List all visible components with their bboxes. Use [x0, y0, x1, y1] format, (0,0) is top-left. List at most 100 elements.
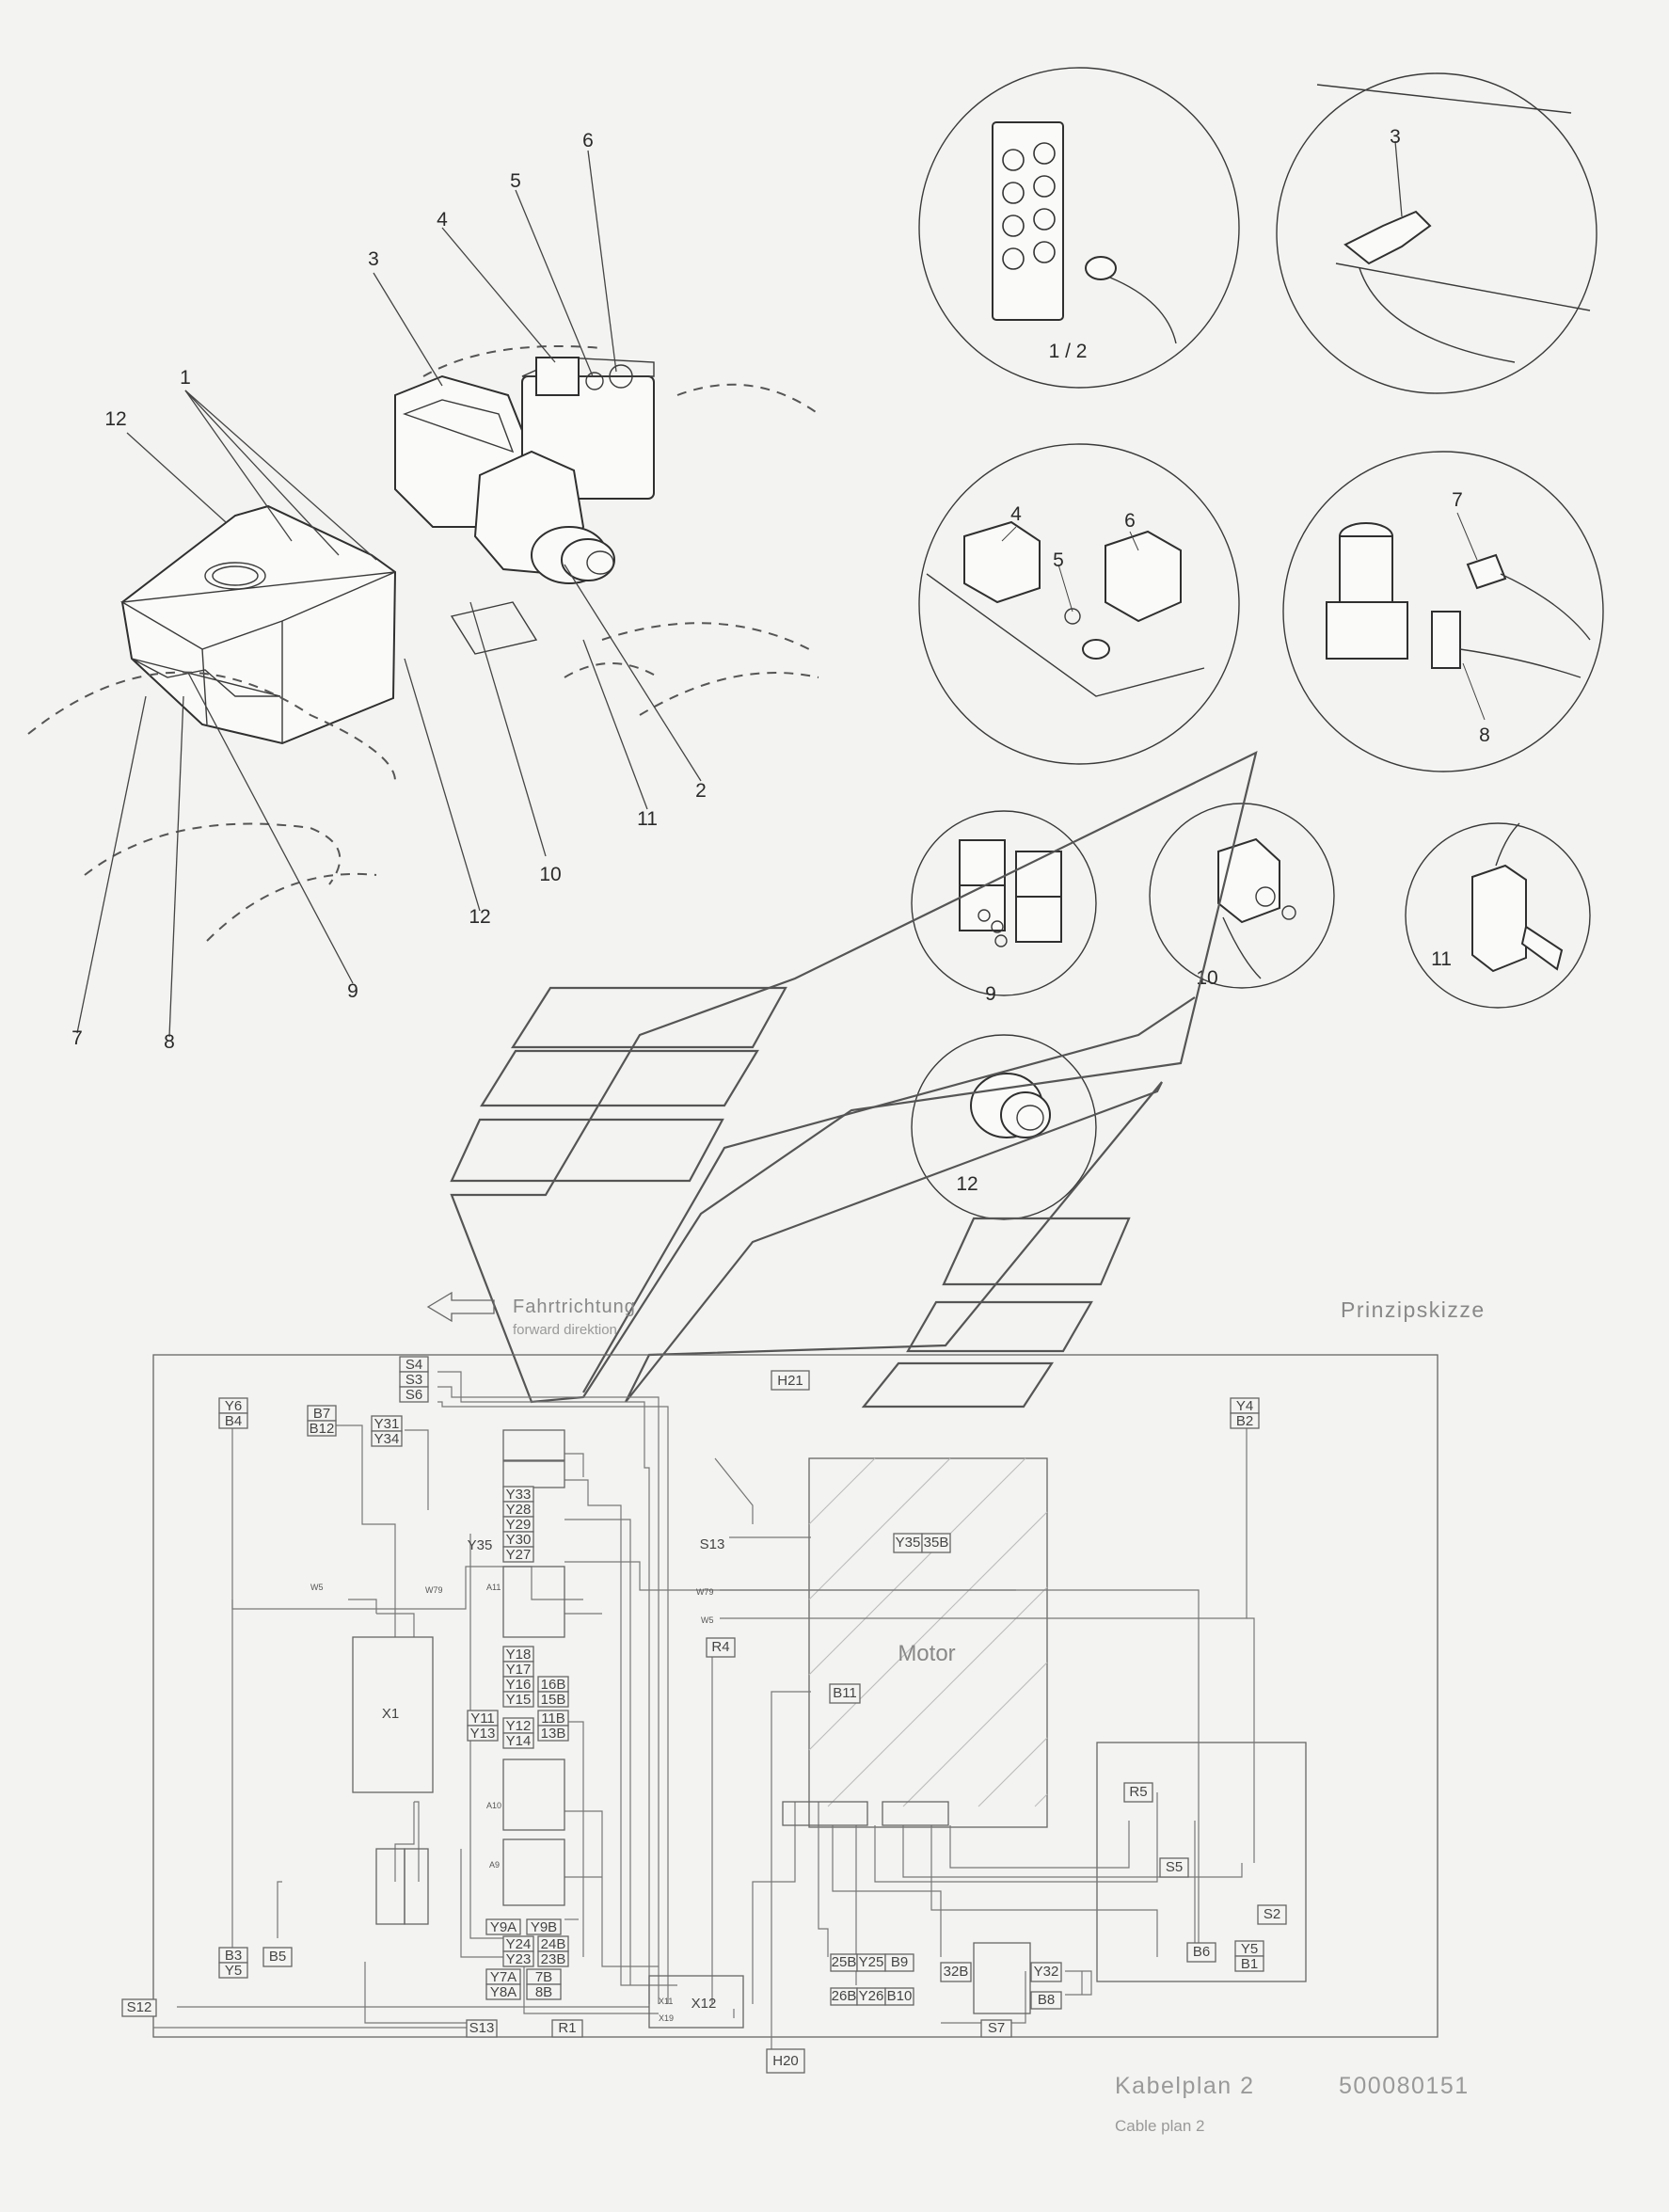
detail-circle-switch: 10 [1149, 803, 1335, 989]
box-y16: Y16 [506, 1677, 532, 1693]
box-y28: Y28 [506, 1502, 532, 1518]
box-y25: Y25 [859, 1954, 884, 1970]
exploded-assembly-view: 12 1 3 4 5 6 2 11 10 12 9 7 8 [27, 130, 819, 1053]
box-y35-motor: Y35 [896, 1535, 921, 1551]
box-y26: Y26 [859, 1988, 884, 2004]
callout-4: 4 [437, 209, 448, 231]
detail-label-6: 6 [1124, 510, 1136, 532]
direction-indicator: Fahrtrichtung forward direktion [426, 1291, 636, 1338]
callout-11: 11 [637, 808, 658, 830]
wiring-diagram: Motor [121, 1354, 1439, 2074]
box-b5: B5 [269, 1949, 286, 1965]
box-b10: B10 [887, 1988, 913, 2004]
box-b12: B12 [310, 1421, 335, 1437]
perforated-plate-illustration [450, 601, 538, 655]
box-15b: 15B [541, 1692, 566, 1708]
box-y5: Y5 [225, 1963, 242, 1979]
box-y13: Y13 [470, 1726, 496, 1742]
box-35b: 35B [924, 1535, 949, 1551]
box-b4: B4 [225, 1413, 242, 1429]
principle-sketch-label: Prinzipskizze [1341, 1297, 1486, 1322]
box-b7: B7 [313, 1406, 330, 1422]
box-y34: Y34 [374, 1431, 400, 1447]
wiring-frame [152, 1354, 1439, 2038]
detail-circle-valve-block: 4 5 6 [918, 443, 1240, 765]
detail-label-1-2: 1 / 2 [1049, 341, 1088, 362]
box-y18: Y18 [506, 1647, 532, 1663]
detail-label-10: 10 [1196, 967, 1217, 989]
box-25b: 25B [832, 1954, 857, 1970]
track-chain-outlines [27, 345, 819, 942]
box-y11: Y11 [470, 1711, 495, 1727]
label-w79: W79 [696, 1587, 714, 1597]
box-11b: 11B [541, 1711, 565, 1727]
detail-circle-lever-switch: 11 [1405, 822, 1591, 1009]
box-s13-top: S13 [700, 1536, 725, 1552]
cover-housing-illustration [119, 504, 397, 745]
box-b8-right: B8 [1038, 1992, 1055, 2008]
callout-10: 10 [539, 864, 561, 885]
x12-label: X12 [691, 1996, 717, 2012]
box-r4: R4 [711, 1639, 729, 1655]
w5-left-label: W5 [310, 1583, 324, 1592]
box-y12: Y12 [506, 1718, 532, 1734]
box-h20: H20 [772, 2053, 799, 2069]
box-h21: H21 [777, 1373, 803, 1389]
box-y7a: Y7A [490, 1969, 517, 1985]
group-label-a9: A9 [489, 1860, 500, 1870]
group-label-a10: A10 [486, 1801, 501, 1810]
box-r1: R1 [558, 2020, 576, 2036]
detail-circle-angled-plug: 3 [1276, 72, 1597, 394]
motor-gearbox-illustration [394, 357, 655, 584]
box-s7: S7 [988, 2020, 1005, 2036]
box-y23: Y23 [506, 1951, 532, 1967]
box-s5: S5 [1166, 1859, 1183, 1875]
detail-label-5: 5 [1053, 549, 1064, 571]
box-16b: 16B [541, 1677, 566, 1693]
title-de: Kabelplan 2 [1115, 2073, 1255, 2099]
box-7b: 7B [535, 1969, 552, 1985]
callout-12-top: 12 [104, 408, 126, 430]
box-y35-left: Y35 [468, 1537, 493, 1553]
box-r5: R5 [1129, 1784, 1147, 1800]
box-s4: S4 [405, 1357, 422, 1373]
x1-module [352, 1636, 434, 1793]
box-y30: Y30 [506, 1532, 532, 1548]
box-b6: B6 [1193, 1944, 1210, 1960]
box-y6: Y6 [225, 1398, 242, 1414]
detail-label-8: 8 [1479, 724, 1490, 746]
x19-label: X19 [659, 2013, 674, 2023]
direction-label-en: forward direktion [513, 1322, 617, 1338]
box-y33: Y33 [506, 1487, 532, 1503]
title-en: Cable plan 2 [1115, 2117, 1204, 2135]
box-s12: S12 [127, 1999, 152, 2015]
group-label-a11: A11 [486, 1583, 501, 1592]
w79-left-label: W79 [425, 1585, 443, 1595]
box-b9: B9 [891, 1954, 908, 1970]
detail-label-9: 9 [985, 983, 996, 1005]
box-s13: S13 [469, 2020, 495, 2036]
box-y24: Y24 [506, 1936, 532, 1952]
callout-7: 7 [72, 1027, 83, 1049]
callout-8: 8 [164, 1031, 175, 1053]
terminal-groups: A11 A10 A9 [486, 1429, 949, 1906]
wiring-lines [153, 1371, 1255, 2061]
box-y14: Y14 [506, 1733, 532, 1749]
box-y29: Y29 [506, 1517, 532, 1533]
box-24b: 24B [541, 1936, 566, 1952]
callout-1: 1 [180, 367, 191, 389]
machine-outline-arrows [450, 750, 1258, 1408]
label-w5: W5 [701, 1615, 714, 1625]
motor-label: Motor [898, 1641, 955, 1666]
box-b2: B2 [1236, 1413, 1253, 1429]
box-s2: S2 [1264, 1906, 1280, 1922]
direction-label-de: Fahrtrichtung [513, 1297, 636, 1317]
box-s3: S3 [405, 1372, 422, 1388]
callout-2: 2 [695, 780, 707, 802]
x1-label: X1 [382, 1706, 399, 1722]
detail-circle-solenoid: 7 8 [1282, 451, 1604, 772]
right-subframe [1096, 1742, 1307, 1982]
callout-5: 5 [510, 170, 521, 192]
box-y4: Y4 [1236, 1398, 1253, 1414]
